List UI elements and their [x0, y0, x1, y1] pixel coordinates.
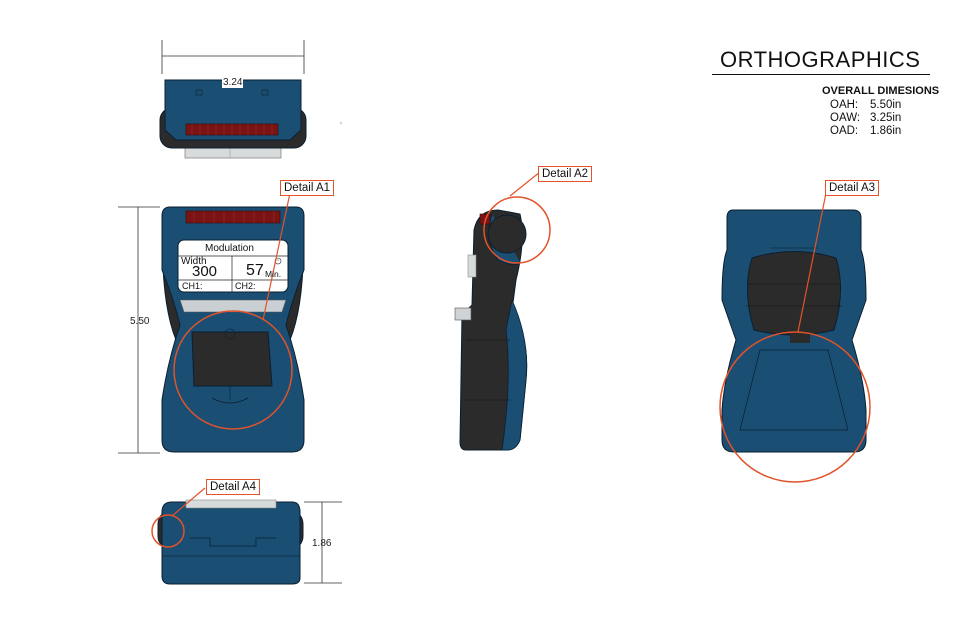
back-view [719, 192, 871, 483]
detail-a1-callout: Detail A1 [280, 180, 335, 196]
top-view [159, 40, 343, 159]
bottom-depth-dimension: 1.86 [312, 538, 332, 549]
dimension-label: OAW: [830, 112, 861, 124]
dimension-label: OAH: [830, 99, 859, 111]
lcd-param-value: 300 [192, 263, 218, 280]
top-width-dimension: 3.24 [222, 77, 244, 88]
detail-a4-callout: Detail A4 [206, 479, 261, 495]
lcd-time-unit: Min. [265, 269, 282, 279]
dimension-row-oaw: OAW: 3.25in [830, 112, 901, 124]
lcd-ch1-label: CH1: [182, 281, 203, 291]
page-title: ORTHOGRAPHICS [712, 48, 931, 75]
dimension-label: OAD: [830, 125, 859, 137]
dimension-value: 5.50in [870, 99, 902, 111]
lcd-mode-label: Modulation [205, 243, 254, 254]
dimension-value: 3.25in [870, 112, 902, 124]
detail-a3-callout: Detail A3 [825, 180, 880, 196]
lcd-param-label: Width [181, 256, 207, 267]
side-view [454, 171, 551, 451]
bottom-view [151, 487, 342, 585]
detail-a2-callout: Detail A2 [538, 166, 593, 182]
dimension-value: 1.86in [870, 125, 902, 137]
front-view [118, 192, 305, 454]
dimension-row-oad: OAD: 1.86in [830, 125, 901, 137]
dimension-row-oah: OAH: 5.50in [830, 99, 901, 111]
front-height-dimension: 5.50 [130, 316, 150, 327]
overall-dimensions-header: OVERALL DIMESIONS [822, 85, 940, 97]
lcd-ch2-label: CH2: [235, 281, 256, 291]
lcd-time-value: 57 [246, 262, 264, 279]
